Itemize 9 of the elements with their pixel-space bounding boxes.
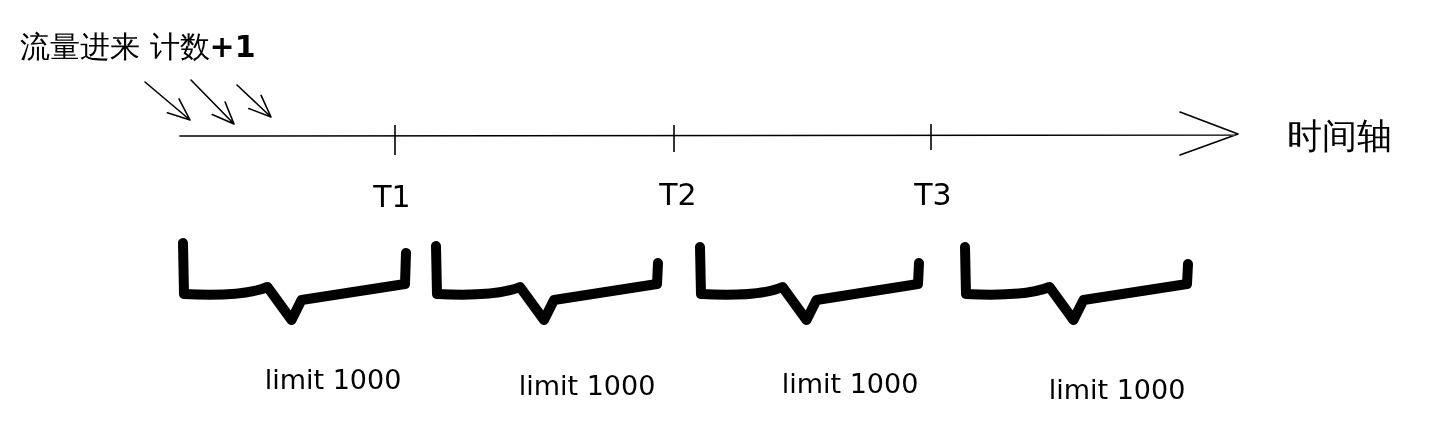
axis-label: 时间轴 — [1287, 115, 1392, 157]
brace-label: limit 1000 — [518, 370, 656, 402]
tick-label: T2 — [659, 177, 697, 213]
tick-label: T3 — [914, 177, 952, 213]
annotation-text: 流量进来 计数+1 — [20, 29, 256, 65]
brace-label: limit 1000 — [264, 364, 402, 396]
tick-label: T1 — [373, 179, 411, 215]
brace-label: limit 1000 — [1048, 374, 1186, 406]
brace-label: limit 1000 — [781, 368, 919, 400]
